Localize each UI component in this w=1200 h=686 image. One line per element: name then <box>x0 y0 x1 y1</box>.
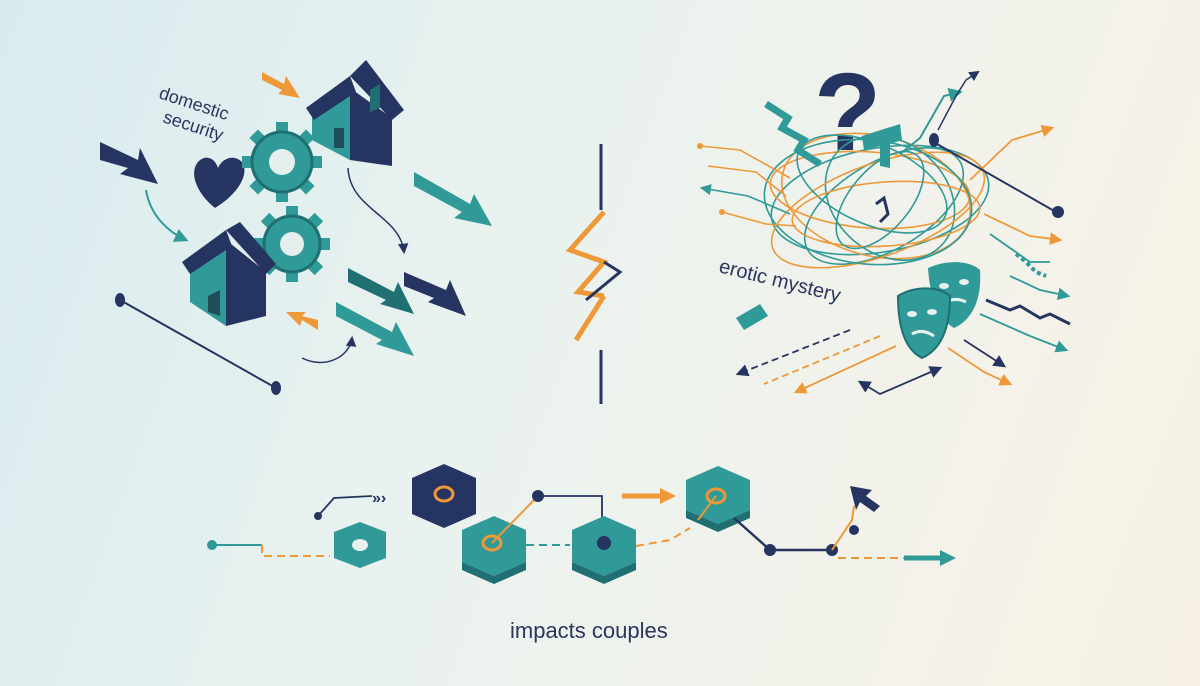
lightning-divider <box>565 144 623 404</box>
gear-icon <box>242 122 322 202</box>
hexagon-node-teal-left <box>334 522 386 568</box>
hexagon-node-navy <box>412 464 476 528</box>
label-erotic-mystery: erotic mystery <box>717 256 843 307</box>
house-icon <box>306 60 404 166</box>
navy-curved-connector <box>347 167 409 255</box>
navy-zigzag-line <box>985 298 1071 326</box>
teal-arrow-lower-right <box>979 313 1069 353</box>
label-impacts-couples: impacts couples <box>510 618 668 643</box>
teal-strip-bottom <box>736 304 768 330</box>
erotic-mystery-cluster: ? <box>697 51 1071 396</box>
circuit-lines-right <box>983 213 1071 301</box>
navy-arrow-lower-right <box>963 339 1007 368</box>
circuit-lines-left <box>697 143 797 227</box>
impacts-couples-flow: »› <box>207 464 956 643</box>
hexagon-node-teal-mid <box>462 516 526 584</box>
hexagon-node-teal-right <box>572 516 636 584</box>
navy-arrow-right-icon <box>404 272 466 316</box>
teal-block-shape <box>862 124 902 168</box>
navy-arrow-left-icon <box>100 142 158 184</box>
navy-bidirectional-arrow <box>857 366 943 396</box>
navy-flag-arrow-icon <box>850 486 880 512</box>
dashed-arrows-left <box>735 329 897 394</box>
lightning-bolt-icon <box>565 210 609 299</box>
orange-flow-arrow <box>622 488 676 504</box>
small-key-icon <box>875 195 890 224</box>
question-mark-icon: ? <box>814 51 881 174</box>
theater-masks-icon <box>896 262 981 360</box>
teal-curved-connector <box>145 189 189 242</box>
double-chevron-icon: »› <box>372 490 386 507</box>
orange-arrow-left-icon <box>286 312 318 330</box>
teal-arrow-right-icon <box>414 172 492 226</box>
orange-arrow-bottom-right <box>947 347 1013 386</box>
house-icon-secondary <box>182 222 276 326</box>
teal-end-arrow <box>904 550 956 566</box>
orange-arrow-upper-right <box>969 124 1055 181</box>
teal-arrow-up-right <box>899 87 963 155</box>
navy-arrow-top-right <box>937 70 980 131</box>
teal-strip-left <box>764 101 822 167</box>
orange-arrow-top-icon <box>262 72 300 98</box>
navy-small-curve <box>301 335 357 364</box>
heart-icon <box>194 157 245 208</box>
domestic-security-cluster: domestic security <box>100 60 492 395</box>
navy-line-with-dot <box>929 133 1064 218</box>
teal-arrow-stack-icon <box>336 268 414 356</box>
navy-diagonal-line <box>115 293 281 395</box>
